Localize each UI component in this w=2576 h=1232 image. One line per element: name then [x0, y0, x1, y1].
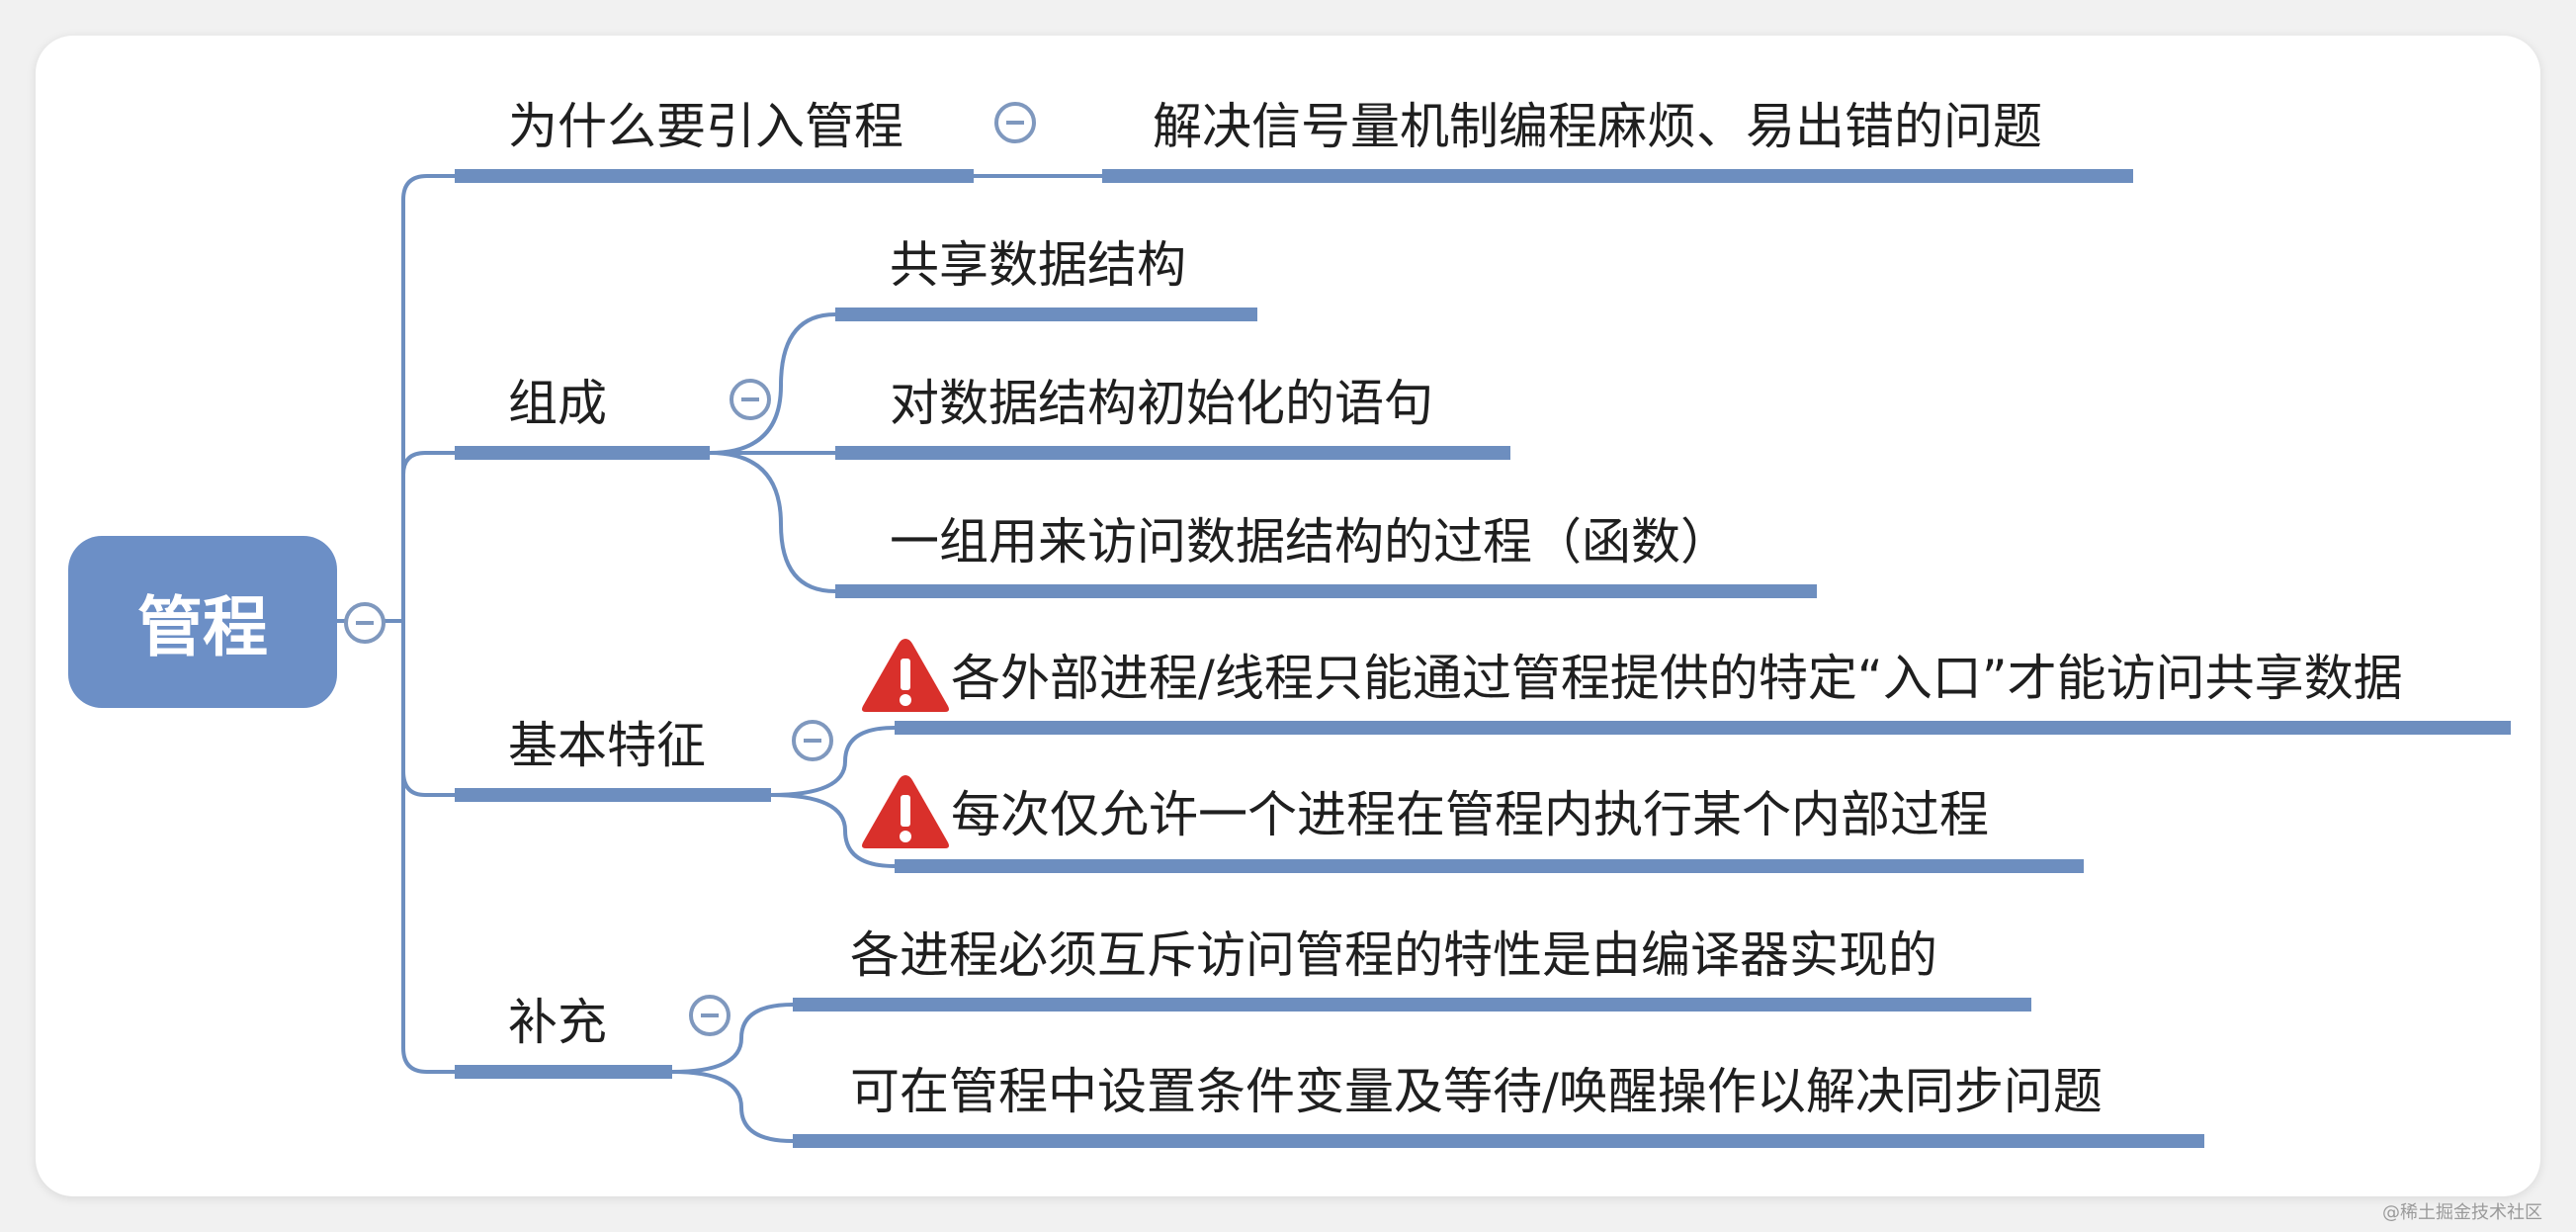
branch-label-features[interactable]: 基本特征	[508, 717, 706, 774]
supplement-child-2[interactable]: 可在管程中设置条件变量及等待/唤醒操作以解决同步问题	[850, 1063, 2103, 1120]
why-child-label[interactable]: 解决信号量机制编程麻烦、易出错的问题	[1153, 98, 2042, 155]
warning-icon	[862, 775, 949, 848]
warning-icon	[862, 639, 949, 712]
root-node[interactable]: 管程	[68, 536, 337, 708]
composition-collapse-icon[interactable]	[730, 379, 771, 420]
features-child-1[interactable]: 各外部进程/线程只能通过管程提供的特定“入口”才能访问共享数据	[951, 650, 2403, 707]
watermark-text: @稀土掘金技术社区	[2382, 1202, 2542, 1223]
composition-child-1[interactable]: 共享数据结构	[890, 236, 1186, 294]
features-child-2[interactable]: 每次仅允许一个进程在管程内执行某个内部过程	[951, 786, 1989, 843]
branch-label-composition[interactable]: 组成	[508, 375, 607, 432]
features-collapse-icon[interactable]	[792, 720, 833, 761]
composition-child-2[interactable]: 对数据结构初始化的语句	[890, 375, 1433, 432]
composition-child-3[interactable]: 一组用来访问数据结构的过程（函数）	[890, 513, 1730, 571]
supplement-collapse-icon[interactable]	[689, 995, 730, 1036]
why-collapse-icon[interactable]	[994, 102, 1036, 143]
root-collapse-icon[interactable]	[344, 602, 386, 644]
branch-label-why[interactable]: 为什么要引入管程	[508, 98, 903, 155]
branch-label-supplement[interactable]: 补充	[508, 994, 607, 1051]
supplement-child-1[interactable]: 各进程必须互斥访问管程的特性是由编译器实现的	[850, 926, 1937, 984]
root-node-label: 管程	[137, 589, 268, 665]
